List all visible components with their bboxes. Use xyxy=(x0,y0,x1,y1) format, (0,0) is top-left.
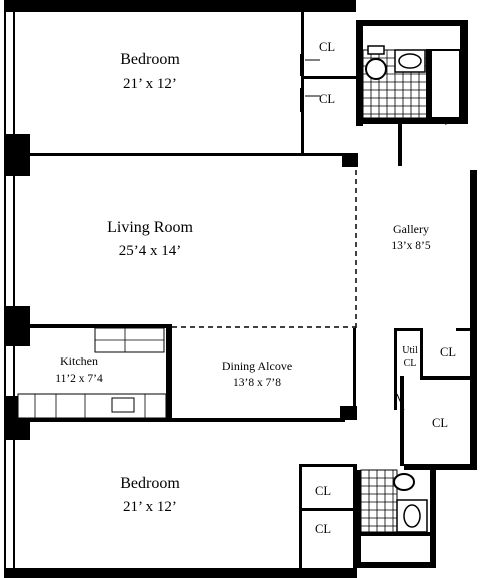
top-closets xyxy=(300,4,356,154)
kitchen-dims: 11’2 x 7’4 xyxy=(55,373,103,385)
sink-icon xyxy=(403,504,421,528)
dining-alcove-name: Dining Alcove xyxy=(222,359,292,373)
bedroom-bottom-name: Bedroom xyxy=(120,475,180,492)
bedroom-top-dims: 21’ x 12’ xyxy=(123,76,177,92)
closet-label: CL xyxy=(319,40,335,54)
bottom-bathroom xyxy=(357,469,430,562)
living-room-name: Living Room xyxy=(107,219,193,236)
toilet-icon xyxy=(365,58,387,80)
closet-label: CL xyxy=(319,92,335,106)
living-room-dims: 25’4 x 14’ xyxy=(119,243,182,259)
util-closets xyxy=(394,328,472,466)
dashed-boundaries xyxy=(172,170,357,328)
closet-label: CL xyxy=(315,522,331,536)
walls xyxy=(4,0,477,578)
toilet-icon xyxy=(393,473,415,491)
top-bathroom xyxy=(356,20,468,166)
bathroom-tiles-bottom xyxy=(360,469,398,533)
left-window-strips xyxy=(4,12,15,568)
dining-alcove-dims: 13’8 x 7’8 xyxy=(233,377,281,389)
gallery-dims: 13’x 8’5 xyxy=(391,240,431,252)
util-label-line2: CL xyxy=(404,358,417,369)
gallery-name: Gallery xyxy=(393,222,429,236)
bedroom-top-name: Bedroom xyxy=(120,51,180,68)
kitchen-counters xyxy=(17,327,167,419)
closet-label: CL xyxy=(440,345,456,359)
bottom-closets xyxy=(299,464,357,568)
kitchen-name: Kitchen xyxy=(60,354,98,368)
closet-label: CL xyxy=(432,416,448,430)
util-label-line1: Util xyxy=(402,345,418,356)
closet-label: CL xyxy=(315,484,331,498)
bedroom-bottom-dims: 21’ x 12’ xyxy=(123,499,177,515)
